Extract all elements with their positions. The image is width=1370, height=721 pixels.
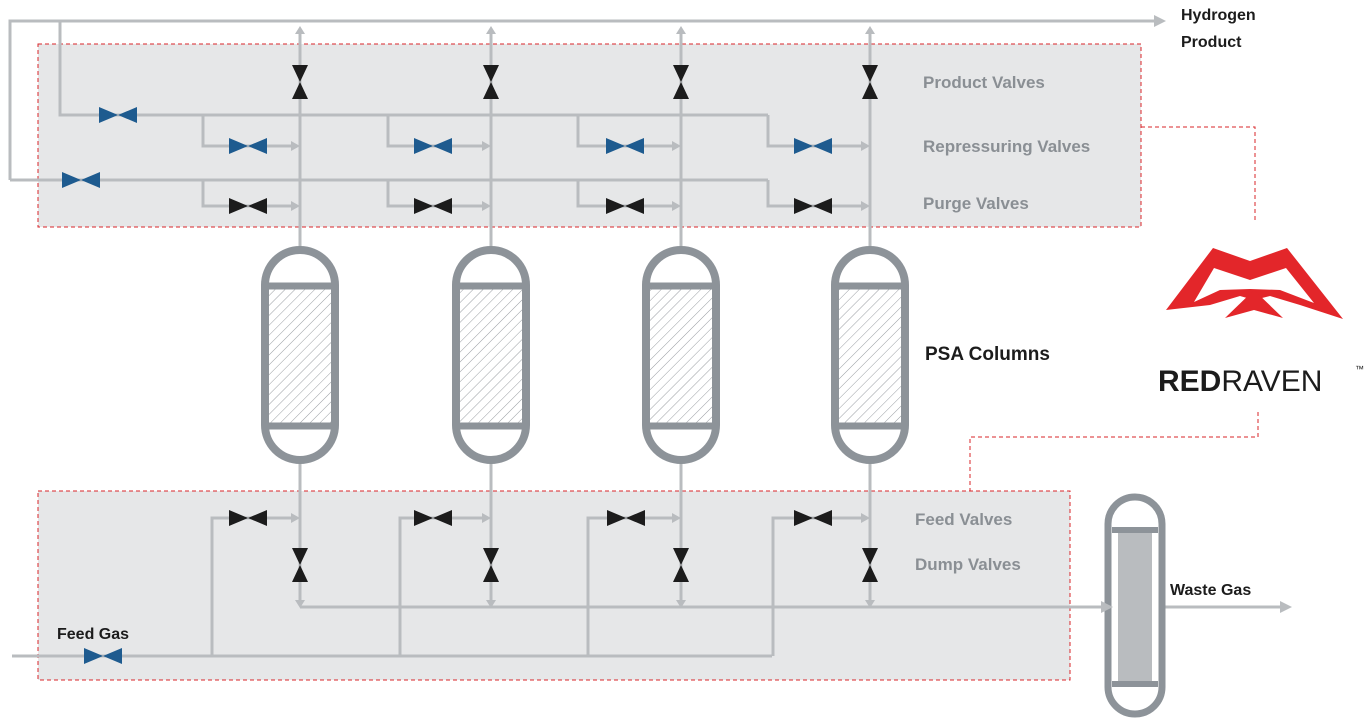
valve-set [62, 65, 878, 664]
purge-valve-3 [606, 198, 644, 214]
column-2-dump-arrow [486, 600, 496, 608]
purge-valve-2 [414, 198, 452, 214]
feed-valve-3 [607, 510, 645, 526]
psa-column-3-adsorbent-bed [650, 286, 712, 426]
logo-wordmark: REDRAVEN [1158, 365, 1322, 398]
feed-branch-3-pipe [586, 516, 675, 656]
waste-gas-vessel [1104, 493, 1166, 718]
repressuring-branch-4-arrow [861, 141, 870, 151]
logo-word-light: RAVEN [1221, 365, 1322, 398]
logo-connector-lower [969, 412, 1259, 491]
feed-branch-1-arrow [291, 513, 300, 523]
repressuring-header-valve [99, 107, 137, 123]
feed-branch-4-pipe [771, 516, 864, 656]
purge-branch-1-arrow [291, 201, 300, 211]
psa-column-1-adsorbent-bed [269, 286, 331, 426]
feed-gas-valve [84, 648, 122, 664]
hydrogen-product-header-pipe [8, 19, 1160, 180]
feed-valves-label: Feed Valves [915, 510, 1012, 529]
product-valve-4 [862, 65, 878, 99]
repressuring-branch-3-arrow [672, 141, 681, 151]
purge-branch-2-pipe [386, 180, 485, 208]
product-valve-2 [483, 65, 499, 99]
feed-valve-1 [229, 510, 267, 526]
vessel-inlet-arrow [1101, 601, 1113, 613]
waste-gas-arrow [1280, 601, 1292, 613]
psa-column-1 [261, 246, 339, 464]
repressuring-branch-2-pipe [386, 115, 485, 148]
column-4-product-arrow [865, 26, 875, 34]
product-valves-label: Product Valves [923, 73, 1045, 92]
psa-column-2 [452, 246, 530, 464]
repressuring-valve-2 [414, 138, 452, 154]
feed-branch-4-arrow [861, 513, 870, 523]
hydrogen-product-label-line2: Product [1181, 34, 1242, 51]
repressuring-branch-1-arrow [291, 141, 300, 151]
repressuring-branch-2-arrow [482, 141, 491, 151]
logo-trademark: ™ [1355, 364, 1364, 374]
dump-valve-3 [673, 548, 689, 582]
repressuring-header-pipe [58, 21, 768, 117]
upper-valve-panel [37, 43, 1142, 228]
feed-gas-label: Feed Gas [57, 626, 129, 643]
repressuring-valve-3 [606, 138, 644, 154]
logo-connector-upper [1141, 126, 1256, 220]
purge-header-valve [62, 172, 100, 188]
lower-valve-panel [37, 490, 1071, 681]
dump-valves-label: Dump Valves [915, 555, 1021, 574]
column-3-dump-arrow [676, 600, 686, 608]
raven-beak-mark [1225, 290, 1283, 318]
purge-branch-2-arrow [482, 201, 491, 211]
purge-branch-3-arrow [672, 201, 681, 211]
psa-column-3 [642, 246, 720, 464]
dump-valve-2 [483, 548, 499, 582]
red-raven-logo: REDRAVEN ™ [1158, 248, 1364, 398]
column-4-dump-arrow [865, 600, 875, 608]
repressuring-valves-label: Repressuring Valves [923, 137, 1090, 156]
psa-column-set [261, 246, 909, 464]
logo-word-bold: RED [1158, 365, 1221, 398]
hydrogen-product-label-line1: Hydrogen [1181, 7, 1256, 24]
psa-column-4-adsorbent-bed [839, 286, 901, 426]
feed-valve-2 [414, 510, 452, 526]
product-valve-1 [292, 65, 308, 99]
hydrogen-product-arrow [1154, 15, 1166, 27]
purge-valves-label: Purge Valves [923, 194, 1029, 213]
waste-gas-label: Waste Gas [1170, 582, 1251, 599]
psa-column-4 [831, 246, 909, 464]
column-1-dump-arrow [295, 600, 305, 608]
purge-valve-4 [794, 198, 832, 214]
raven-wings-mark [1166, 248, 1343, 319]
repressuring-valve-4 [794, 138, 832, 154]
dump-valve-4 [862, 548, 878, 582]
feed-branch-2-pipe [398, 516, 485, 656]
feed-branch-2-arrow [482, 513, 491, 523]
column-3-product-arrow [676, 26, 686, 34]
repressuring-valve-1 [229, 138, 267, 154]
dump-valve-1 [292, 548, 308, 582]
feed-branch-3-arrow [672, 513, 681, 523]
purge-valve-1 [229, 198, 267, 214]
psa-columns-label: PSA Columns [925, 344, 1050, 365]
psa-column-2-adsorbent-bed [460, 286, 522, 426]
product-valve-3 [673, 65, 689, 99]
column-2-product-arrow [486, 26, 496, 34]
purge-branch-4-arrow [861, 201, 870, 211]
column-1-product-arrow [295, 26, 305, 34]
feed-valve-4 [794, 510, 832, 526]
